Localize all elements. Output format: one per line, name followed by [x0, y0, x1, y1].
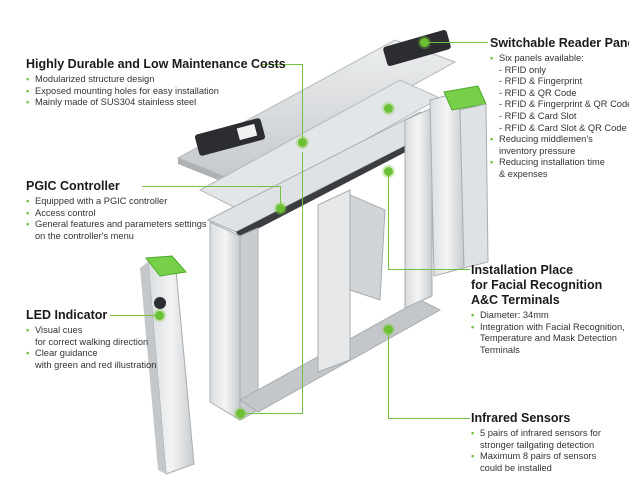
section-durable-title: Highly Durable and Low Maintenance Costs — [26, 57, 286, 71]
pgic-item: General features and parameters settings — [26, 219, 207, 231]
marker-reader — [420, 38, 429, 47]
reader-option: - RFID & Card Slot & QR Code — [499, 122, 627, 133]
right-pillar-side — [459, 103, 489, 269]
section-pgic-title: PGIC Controller — [26, 179, 120, 193]
line-infrared-v — [388, 330, 389, 418]
wing-mechanism — [349, 194, 386, 301]
reader-option: - RFID & Fingerprint — [499, 76, 583, 87]
line-install-h — [388, 269, 470, 270]
section-install-title-1: Installation Place — [471, 263, 574, 277]
section-infrared-title: Infrared Sensors — [471, 411, 571, 425]
section-install-title-3: A&C Terminals — [471, 293, 560, 307]
marker-pgic — [276, 204, 285, 213]
reader-item-cont: & expenses — [499, 168, 548, 179]
top-beam-inner — [236, 124, 448, 238]
marker-infrared — [384, 325, 393, 334]
line-reader-link — [428, 42, 458, 43]
led-item: Clear guidance — [26, 348, 156, 360]
pgic-item-cont: on the controller's menu — [35, 230, 134, 241]
section-reader-title: Switchable Reader Panel — [490, 36, 629, 50]
marker-durable — [298, 138, 307, 147]
reader-item-cont: inventory pressure — [499, 145, 576, 156]
pgic-item: Access control — [26, 208, 207, 220]
install-item-cont: Temperature and Mask Detection — [480, 333, 617, 344]
reader-option: - RFID only — [499, 64, 547, 75]
reader-panel-top — [383, 30, 451, 66]
line-infrared-h — [388, 418, 470, 419]
infrared-item-cont: stronger tailgating detection — [480, 439, 595, 450]
section-pgic: PGIC Controller Equipped with a PGIC con… — [26, 179, 207, 242]
led-item: Visual cues — [26, 325, 156, 337]
marker-bottom — [236, 409, 245, 418]
section-led: LED Indicator Visual cues for correct wa… — [26, 308, 156, 371]
frame-left-post — [209, 221, 241, 421]
reader-item: Reducing installation time — [490, 157, 629, 169]
line-pgic-h — [142, 186, 280, 187]
left-pillar-top — [145, 255, 187, 277]
line-durable-h — [262, 64, 302, 65]
marker-install — [384, 167, 393, 176]
section-infrared: Infrared Sensors 5 pairs of infrared sen… — [471, 411, 601, 474]
right-pillar-front — [429, 91, 465, 277]
line-bottom-v — [302, 152, 303, 414]
marker-led — [155, 311, 164, 320]
infrared-item: 5 pairs of infrared sensors for — [471, 428, 601, 440]
reader-option: - RFID & Fingerprint & QR Code — [499, 99, 629, 110]
reader-option: - RFID & QR Code — [499, 87, 577, 98]
reader-option: - RFID & Card Slot — [499, 110, 577, 121]
line-bottom-h — [240, 413, 302, 414]
pgic-item: Equipped with a PGIC controller — [26, 196, 207, 208]
line-install-v — [388, 172, 389, 270]
section-reader: Switchable Reader Panel Six panels avail… — [490, 36, 629, 181]
line-pgic-v — [280, 186, 281, 208]
line-reader-h — [458, 42, 488, 43]
durable-item: Exposed mounting holes for easy installa… — [26, 86, 286, 98]
center-cabinet — [317, 189, 351, 373]
section-install: Installation Place for Facial Recognitio… — [471, 263, 625, 356]
section-install-title-2: for Facial Recognition — [471, 278, 603, 292]
infrared-item-cont: could be installed — [480, 462, 552, 473]
line-durable-v — [302, 64, 303, 142]
durable-item: Modularized structure design — [26, 74, 286, 86]
reader-item: Reducing middlemen's — [490, 134, 629, 146]
install-item: Diameter: 34mm — [471, 310, 625, 322]
led-item-cont: with green and red illustration — [35, 359, 157, 370]
infrared-item: Maximum 8 pairs of sensors — [471, 451, 601, 463]
frame-right-post — [404, 107, 433, 309]
led-indicator — [154, 297, 166, 309]
section-durable: Highly Durable and Low Maintenance Costs… — [26, 57, 286, 109]
install-item: Integration with Facial Recognition, — [471, 322, 625, 334]
section-led-title: LED Indicator — [26, 308, 108, 322]
marker-install-2 — [384, 104, 393, 113]
install-item-cont: Terminals — [480, 344, 520, 355]
reader-item: Six panels available: — [490, 53, 629, 65]
line-led-h — [110, 315, 162, 316]
durable-item: Mainly made of SUS304 stainless steel — [26, 97, 286, 109]
led-item-cont: for correct walking direction — [35, 336, 149, 347]
